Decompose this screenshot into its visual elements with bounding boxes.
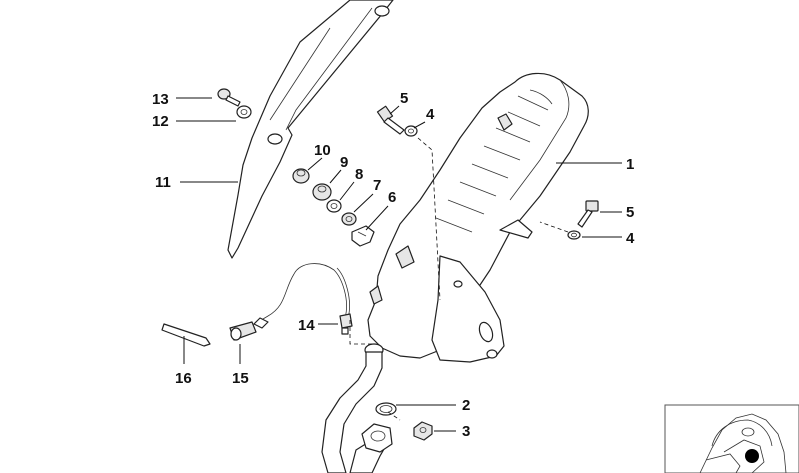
alignment-lines (349, 137, 569, 421)
mount-part-9 (312, 183, 332, 201)
callout-5-right: 5 (626, 204, 634, 221)
leader-lines (176, 97, 622, 432)
washer-part-12 (236, 105, 252, 119)
callout-9: 9 (340, 154, 348, 171)
bolt-part-13 (217, 88, 241, 107)
silencer-part-1 (367, 72, 589, 363)
callout-labels: 1 2 3 4 4 5 5 6 7 8 9 10 11 12 13 14 15 … (152, 90, 635, 440)
locator-inset (664, 404, 799, 473)
callout-11: 11 (155, 174, 171, 191)
cable-tie-part-16 (161, 323, 211, 347)
exhaust-pipe (321, 343, 393, 473)
callout-12: 12 (152, 113, 169, 130)
clip-part-6 (351, 225, 375, 247)
gasket-part-2 (375, 402, 397, 416)
callout-8: 8 (355, 166, 363, 183)
oxygen-sensor-part-14 (257, 263, 353, 335)
callout-13: 13 (152, 91, 169, 108)
callout-4-right: 4 (626, 230, 635, 247)
bolt-part-5-top (376, 105, 405, 135)
callout-2: 2 (462, 397, 470, 414)
bracket-part-11 (227, 0, 394, 259)
bolt-part-5-right (577, 200, 599, 228)
connector-part-15 (229, 317, 269, 341)
callout-14: 14 (298, 317, 315, 334)
callout-3: 3 (462, 423, 470, 440)
callout-10: 10 (314, 142, 331, 159)
callout-4-top: 4 (426, 106, 435, 123)
nut-part-7 (341, 212, 357, 226)
callout-1: 1 (626, 156, 634, 173)
washer-part-8 (326, 199, 342, 213)
callout-15: 15 (232, 370, 249, 387)
washer-part-4-right (567, 230, 581, 240)
callout-6: 6 (388, 189, 396, 206)
nut-part-3 (413, 421, 433, 441)
callout-16: 16 (175, 370, 192, 387)
callout-7: 7 (373, 177, 381, 194)
callout-5-top: 5 (400, 90, 408, 107)
washer-part-4-top (404, 125, 418, 137)
locator-marker-icon (745, 449, 759, 463)
mount-part-10 (292, 168, 310, 184)
